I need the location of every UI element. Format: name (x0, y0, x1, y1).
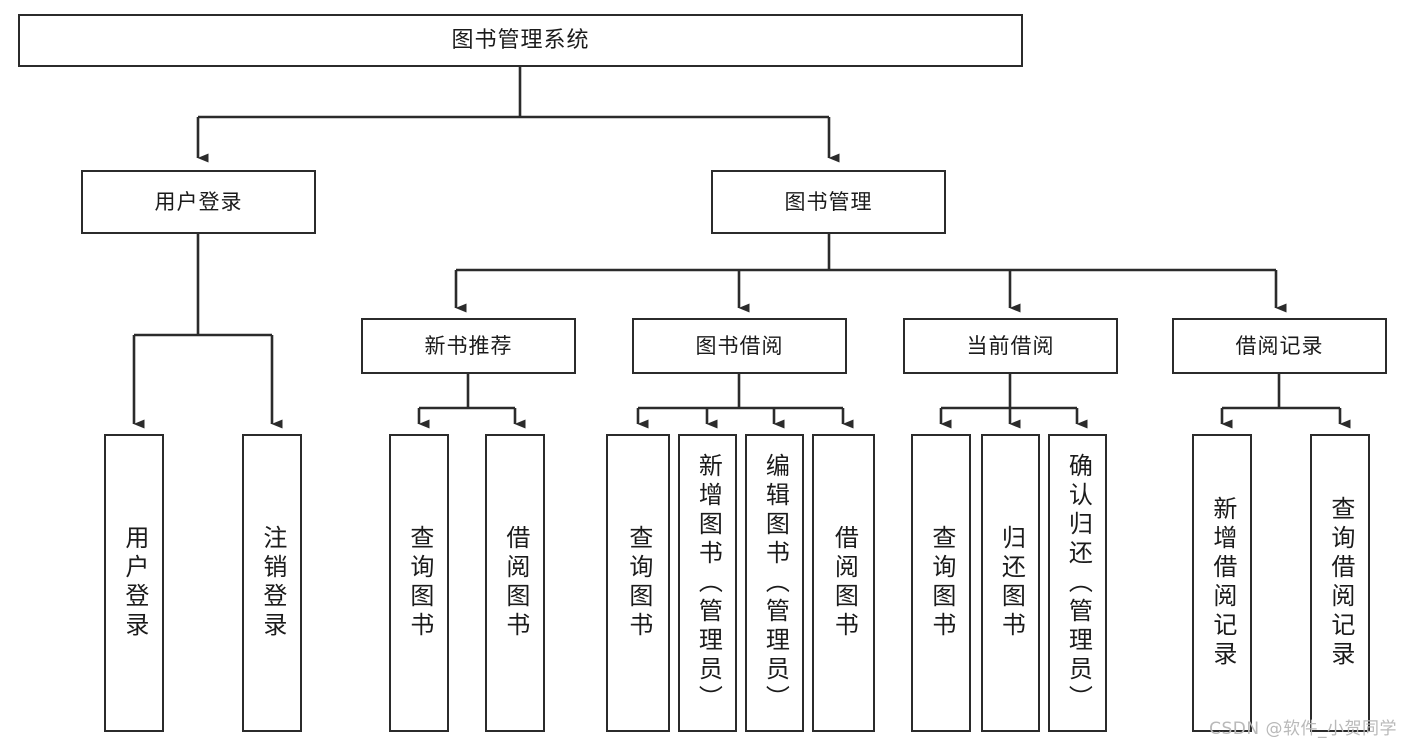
node-label: 查询图书 (405, 525, 434, 641)
node-label: 确认归还（管理员） (1064, 452, 1093, 714)
node-new-book-recommend[interactable]: 新书推荐 (361, 318, 576, 374)
node-label: 查询图书 (927, 525, 956, 641)
node-label: 编辑图书（管理员） (761, 452, 790, 714)
leaf-user-login[interactable]: 用户登录 (104, 434, 164, 732)
node-current-borrow[interactable]: 当前借阅 (903, 318, 1118, 374)
leaf-add-book-admin[interactable]: 新增图书（管理员） (678, 434, 737, 732)
node-label: 归还图书 (997, 525, 1026, 641)
node-label: 借阅图书 (501, 525, 530, 641)
leaf-confirm-return-admin[interactable]: 确认归还（管理员） (1048, 434, 1107, 732)
node-label: 图书管理 (784, 189, 873, 214)
node-label: 新增借阅记录 (1208, 496, 1237, 670)
node-label: 用户登录 (154, 189, 243, 214)
node-label: 新书推荐 (424, 333, 513, 358)
leaf-add-borrow-record[interactable]: 新增借阅记录 (1192, 434, 1252, 732)
leaf-query-book-current[interactable]: 查询图书 (911, 434, 971, 732)
leaf-logout[interactable]: 注销登录 (242, 434, 302, 732)
leaf-edit-book-admin[interactable]: 编辑图书（管理员） (745, 434, 804, 732)
node-label: 图书管理系统 (451, 27, 590, 53)
node-label: 查询图书 (624, 525, 653, 641)
node-label: 用户登录 (120, 525, 149, 641)
node-book-borrow[interactable]: 图书借阅 (632, 318, 847, 374)
leaf-return-book[interactable]: 归还图书 (981, 434, 1040, 732)
node-label: 新增图书（管理员） (694, 452, 723, 714)
node-user-login[interactable]: 用户登录 (81, 170, 316, 234)
leaf-query-borrow-record[interactable]: 查询借阅记录 (1310, 434, 1370, 732)
leaf-query-book-new[interactable]: 查询图书 (389, 434, 449, 732)
node-label: 借阅记录 (1235, 333, 1324, 358)
leaf-borrow-book-new[interactable]: 借阅图书 (485, 434, 545, 732)
node-label: 借阅图书 (830, 525, 859, 641)
node-label: 注销登录 (258, 525, 287, 641)
node-label: 图书借阅 (695, 333, 784, 358)
node-borrow-record[interactable]: 借阅记录 (1172, 318, 1387, 374)
node-root-system[interactable]: 图书管理系统 (18, 14, 1023, 67)
node-book-management[interactable]: 图书管理 (711, 170, 946, 234)
node-label: 当前借阅 (966, 333, 1055, 358)
leaf-borrow-book[interactable]: 借阅图书 (812, 434, 875, 732)
leaf-query-book-borrow[interactable]: 查询图书 (606, 434, 670, 732)
node-label: 查询借阅记录 (1326, 496, 1355, 670)
watermark-text: CSDN @软件_小贺同学 (1209, 719, 1397, 739)
